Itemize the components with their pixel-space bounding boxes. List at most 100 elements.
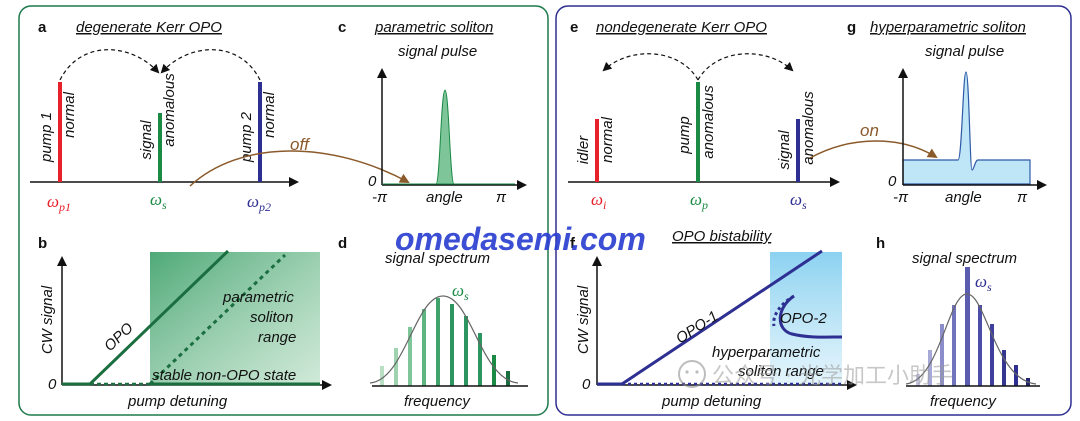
panel-title: hyperparametric soliton (870, 19, 1026, 36)
panel-a: a degenerate Kerr OPO pump 1 normal sign… (30, 19, 410, 214)
spectrum-bars (380, 298, 510, 386)
zero-label: 0 (48, 376, 57, 393)
panel-title: OPO bistability (672, 228, 773, 245)
x-label: frequency (930, 393, 997, 410)
omega-s: ωs (150, 190, 167, 212)
omega-p2: ωp2 (247, 192, 271, 214)
spectrum-bar (940, 324, 944, 386)
panel-g: g hyperparametric soliton signal pulse 0… (847, 19, 1047, 206)
opo2-curve (778, 294, 843, 339)
panel-letter: e (570, 19, 578, 36)
omega-p: ωp (690, 190, 708, 212)
wechat-icon (678, 360, 706, 388)
opo1-label: OPO-1 (673, 308, 721, 348)
dashed-arrow-left (59, 49, 160, 81)
panel-subtitle: signal pulse (398, 43, 477, 60)
pump1-line (58, 82, 62, 182)
spectrum-bar (1014, 365, 1018, 386)
spectrum-bar (478, 333, 482, 386)
pump-line (696, 82, 700, 182)
panel-title: signal spectrum (385, 250, 490, 267)
pump-type: anomalous (700, 85, 717, 159)
omega-s: ωs (452, 281, 469, 303)
spectrum-bar (952, 305, 956, 386)
dashed-arrow-left (602, 53, 699, 81)
spectrum-bar (990, 324, 994, 386)
spectrum-envelope (369, 295, 519, 384)
soliton-boundary-dashed (148, 253, 287, 386)
soliton-range-region (150, 252, 320, 385)
omega-s: ωs (975, 272, 992, 294)
x-label: pump detuning (661, 393, 762, 410)
pump1-label: pump 1 (38, 112, 55, 163)
panel-h: h signal spectrum ωs frequency (876, 235, 1040, 410)
spectrum-bar (916, 374, 920, 386)
spectrum-bar (965, 267, 970, 386)
zero-label: 0 (368, 173, 377, 190)
idler-type: normal (599, 116, 616, 163)
pump2-label: pump 2 (238, 111, 255, 163)
zero-label: 0 (888, 173, 897, 190)
soliton-range-region (770, 252, 842, 386)
signal-type: anomalous (800, 91, 817, 165)
off-arrow (189, 150, 410, 187)
spectrum-bar (928, 350, 932, 386)
spectrum-bar (1002, 350, 1006, 386)
signal-pulse (382, 89, 515, 185)
spectrum-bar (408, 327, 412, 386)
omega-s: ωs (790, 190, 807, 212)
y-label: CW signal (39, 285, 56, 354)
signal-type: anomalous (161, 73, 178, 147)
signal-pulse (902, 71, 1031, 185)
spectrum-bar (492, 355, 496, 386)
x-label: angle (945, 189, 982, 206)
panel-c: c parametric soliton signal pulse 0 -π a… (338, 19, 527, 206)
panel-e: e nondegenerate Kerr OPO idler normal pu… (568, 19, 938, 212)
spectrum-bar (506, 371, 510, 386)
range-label-3: range (258, 329, 296, 346)
panel-title: nondegenerate Kerr OPO (596, 19, 767, 36)
spectrum-bar (394, 348, 398, 386)
panel-title: degenerate Kerr OPO (76, 19, 222, 36)
range-label-2: soliton range (738, 363, 824, 380)
zero-label: 0 (582, 376, 591, 393)
x-min-label: -π (893, 189, 909, 206)
x-max-label: π (1017, 189, 1028, 206)
x-min-label: -π (372, 189, 388, 206)
off-label: off (290, 135, 311, 154)
wechat-watermark-text: 公众号 · 光学加工小助手 (712, 364, 953, 389)
omega-p1: ωp1 (47, 192, 71, 214)
wechat-icon-eye (685, 370, 689, 374)
panel-letter: b (38, 235, 47, 252)
left-frame (18, 5, 549, 416)
panel-letter: f (570, 235, 576, 252)
on-arrow (809, 140, 938, 159)
signal-line (158, 113, 162, 182)
omega-i: ωi (591, 190, 606, 212)
panel-letter: d (338, 235, 347, 252)
x-label: pump detuning (127, 393, 228, 410)
panel-letter: c (338, 19, 346, 36)
panel-d: d signal spectrum ωs frequency (338, 235, 528, 410)
panel-title: signal spectrum (912, 250, 1017, 267)
spectrum-bar (422, 309, 426, 386)
x-label: frequency (404, 393, 471, 410)
panel-title: parametric soliton (374, 19, 493, 36)
pump1-type: normal (61, 91, 78, 138)
pump-label: pump (676, 116, 693, 155)
opo-label: OPO (101, 319, 137, 355)
range-label-1: parametric (222, 289, 294, 306)
x-max-label: π (496, 189, 507, 206)
spectrum-bar (380, 366, 384, 386)
range-label-1: hyperparametric (712, 344, 821, 361)
pump2-line (258, 82, 262, 182)
site-watermark: omedasemi.com (395, 221, 646, 257)
on-label: on (860, 121, 879, 140)
right-frame (555, 5, 1072, 416)
pump2-type: normal (261, 91, 278, 138)
panel-letter: g (847, 19, 856, 36)
dashed-arrow-right (160, 49, 261, 81)
range-label-2: soliton (250, 309, 293, 326)
spectrum-bar (450, 304, 454, 386)
y-label: CW signal (575, 285, 592, 354)
